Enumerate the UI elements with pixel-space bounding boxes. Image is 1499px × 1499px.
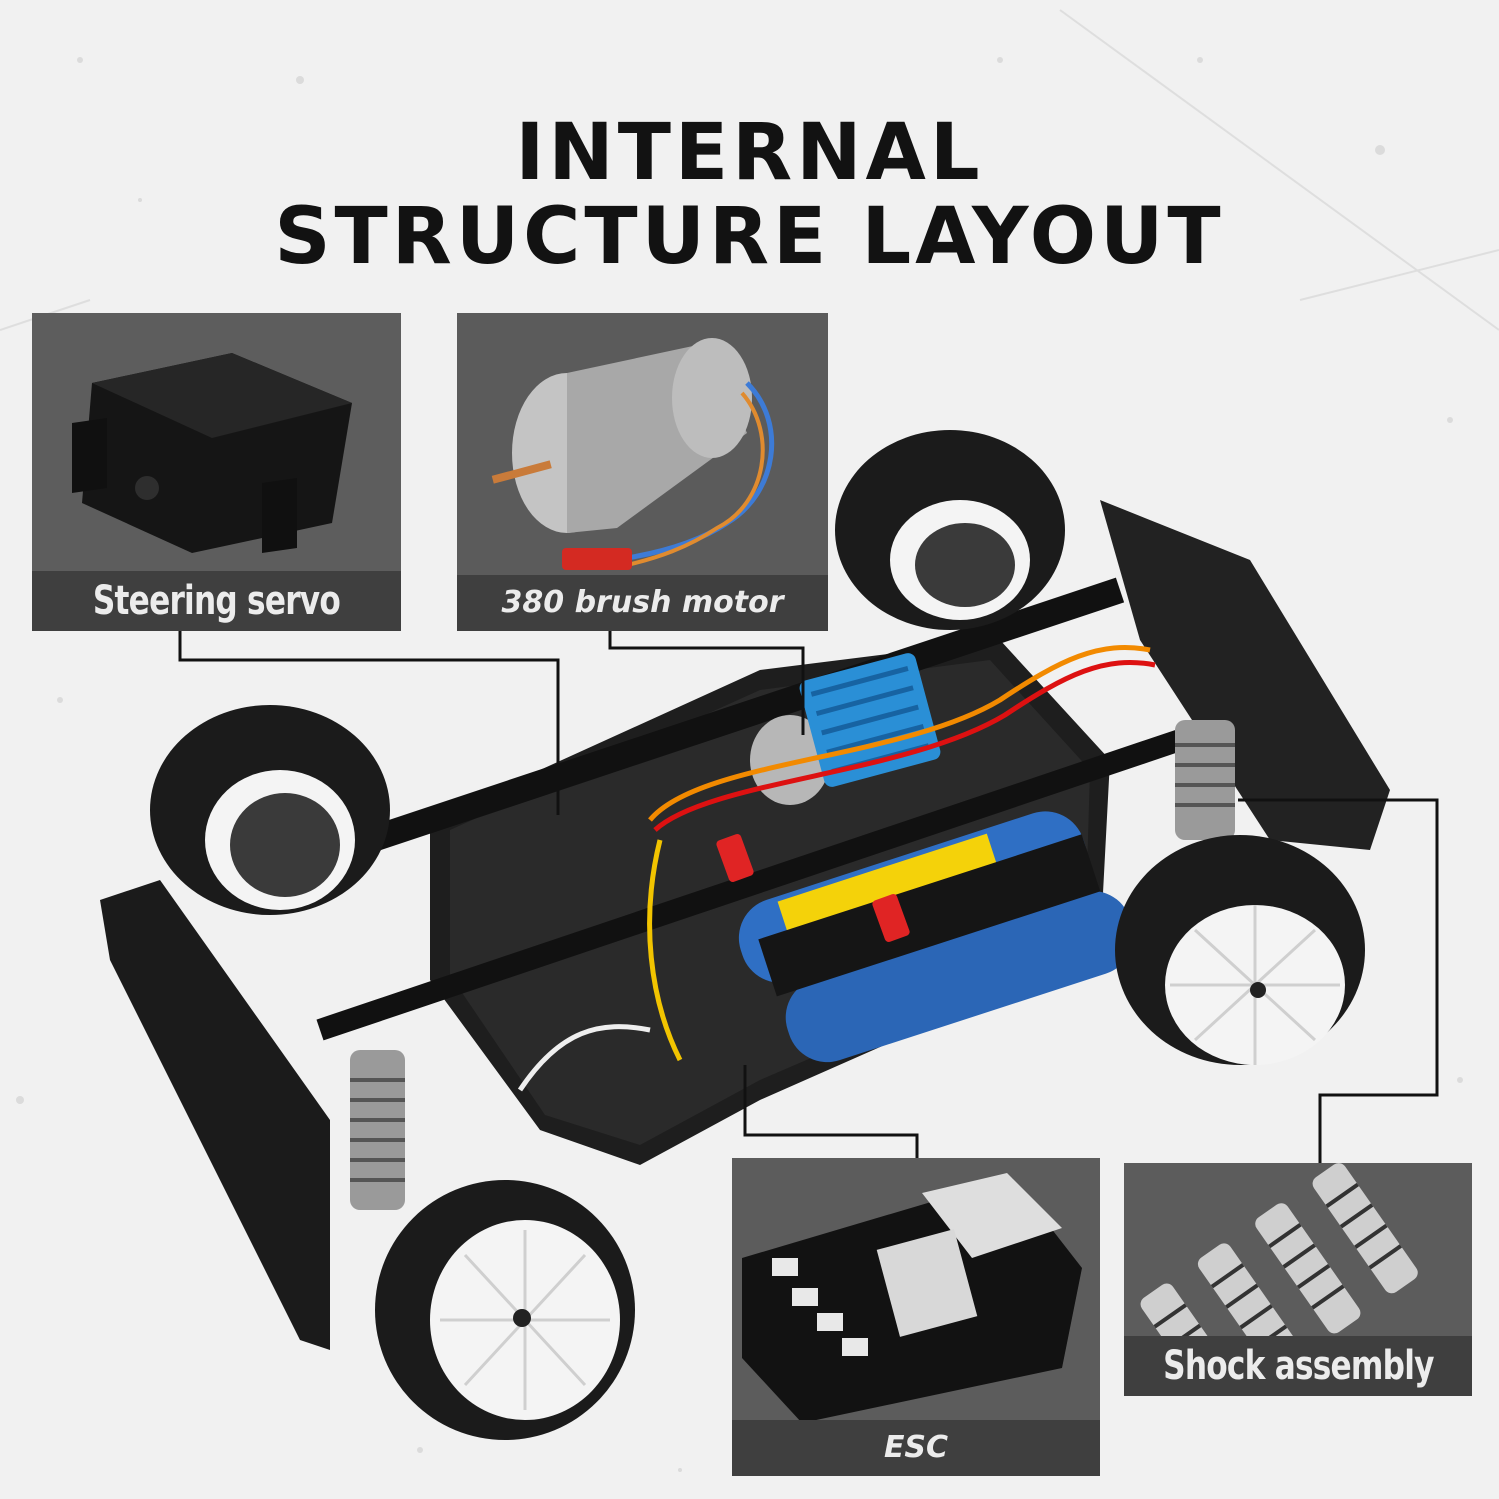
title-line-1: INTERNAL: [515, 108, 984, 198]
wheel-front-right: [375, 1180, 635, 1440]
panel-shock-assembly: Shock assembly: [1124, 1163, 1472, 1396]
front-shock-icon: [350, 1050, 405, 1210]
caption-shock-assembly: Shock assembly: [1124, 1336, 1472, 1396]
title-line-2: STRUCTURE LAYOUT: [274, 192, 1225, 282]
caption-steering-servo: Steering servo: [32, 571, 401, 631]
rear-shock-icon: [1175, 720, 1235, 840]
panel-brush-motor: 380 brush motor: [457, 313, 828, 631]
wheel-rear-right: [1115, 835, 1365, 1065]
panel-esc: ESC: [732, 1158, 1100, 1476]
caption-esc: ESC: [732, 1420, 1100, 1476]
wheel-front-left: [150, 705, 390, 915]
steering-servo-label: Steering servo: [92, 578, 341, 624]
shock-assembly-label: Shock assembly: [1162, 1343, 1434, 1389]
wheel-rear-left: [835, 430, 1065, 630]
panel-steering-servo: Steering servo: [32, 313, 401, 631]
caption-brush-motor: 380 brush motor: [457, 575, 828, 631]
